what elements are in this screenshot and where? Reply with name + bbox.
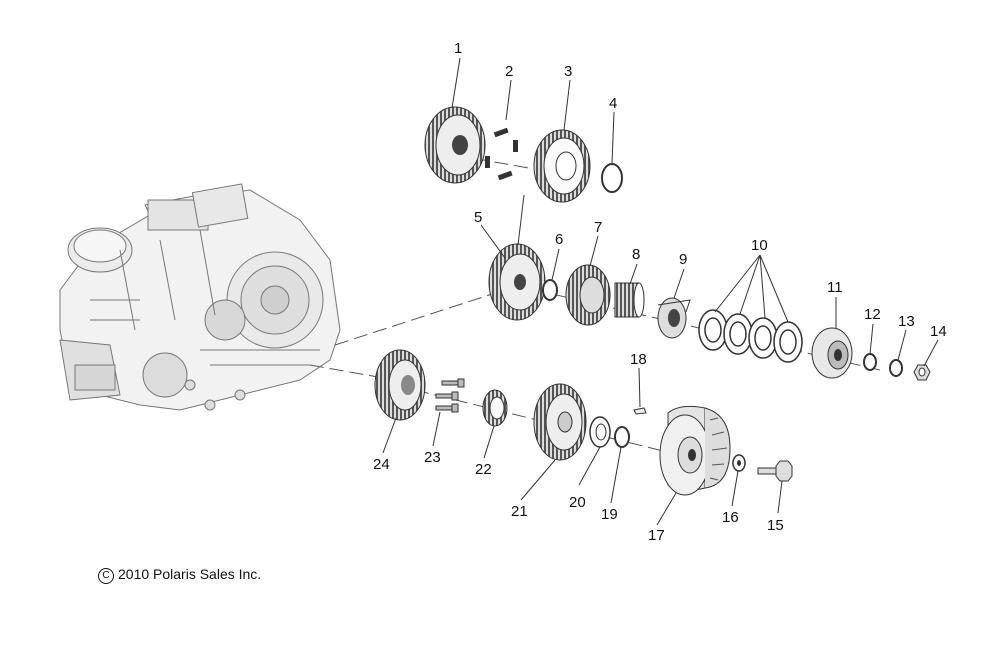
callout-7: 7 <box>594 219 602 236</box>
part-16-washer <box>732 454 746 472</box>
part-14-nut <box>913 364 931 381</box>
part-22-ring <box>482 389 508 427</box>
callout-labels: 1 2 3 4 5 6 7 8 9 10 11 12 13 14 15 16 1… <box>373 40 947 544</box>
callout-14: 14 <box>930 323 947 340</box>
callout-6: 6 <box>555 231 563 248</box>
callout-20: 20 <box>569 494 586 511</box>
callout-17: 17 <box>648 527 665 544</box>
copyright-text: 2010 Polaris Sales Inc. <box>118 566 262 582</box>
part-5-gear <box>488 243 546 321</box>
part-15-bolt <box>757 460 793 482</box>
callout-8: 8 <box>632 246 640 263</box>
callout-19: 19 <box>601 506 618 523</box>
part-12-washer <box>863 353 877 371</box>
callout-9: 9 <box>679 251 687 268</box>
part-8-bearing <box>614 282 645 318</box>
callout-13: 13 <box>898 313 915 330</box>
part-17-flywheel <box>659 405 731 496</box>
callout-10: 10 <box>751 237 768 254</box>
part-7-gear <box>565 264 611 326</box>
callout-11: 11 <box>827 279 843 296</box>
callout-3: 3 <box>564 63 572 80</box>
callout-4: 4 <box>609 95 617 112</box>
callout-12: 12 <box>864 306 881 323</box>
copyright-symbol: C <box>98 568 114 584</box>
part-2-pins <box>485 127 518 181</box>
callout-16: 16 <box>722 509 739 526</box>
part-19-washer <box>614 426 630 448</box>
part-20-washer <box>589 416 611 448</box>
callout-2: 2 <box>505 63 513 80</box>
callout-21: 21 <box>511 503 528 520</box>
callout-22: 22 <box>475 461 492 478</box>
leader-lines <box>382 57 939 526</box>
part-6-washer <box>542 279 558 301</box>
callout-15: 15 <box>767 517 784 534</box>
callout-24: 24 <box>373 456 390 473</box>
callout-1: 1 <box>454 40 462 57</box>
part-13-washer <box>889 359 903 377</box>
part-10-washers <box>698 309 803 363</box>
part-18-key <box>633 407 647 415</box>
part-4-snap-ring <box>601 163 623 193</box>
part-24-gear <box>374 349 426 421</box>
callout-18: 18 <box>630 351 647 368</box>
engine-case-illustration <box>59 183 341 411</box>
part-1-gear <box>424 106 486 184</box>
callout-23: 23 <box>424 449 441 466</box>
part-21-gear <box>533 383 587 461</box>
part-11-cup <box>811 327 853 379</box>
part-3-gear <box>533 129 591 203</box>
callout-5: 5 <box>474 209 482 226</box>
part-9-hub <box>657 297 691 339</box>
part-23-bolts <box>435 378 465 413</box>
